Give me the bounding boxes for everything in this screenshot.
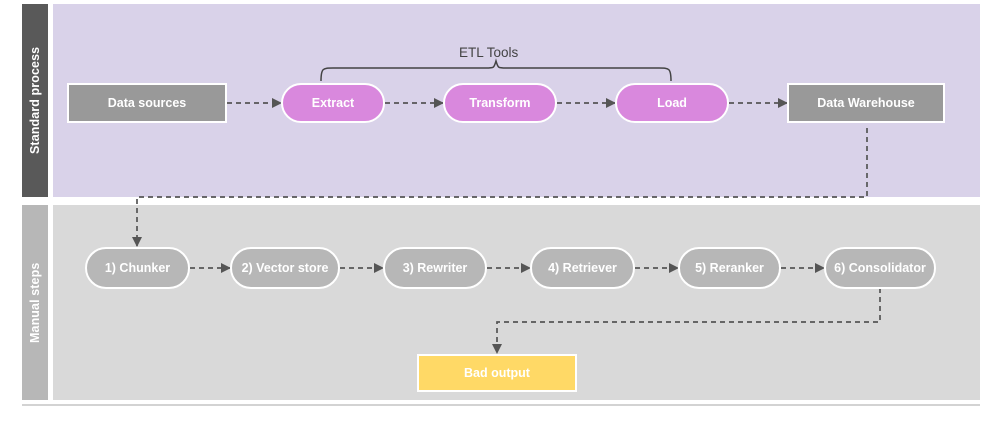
etl-tools-label: ETL Tools	[459, 45, 518, 60]
etl-tools-label-text: ETL Tools	[459, 45, 519, 60]
node-vector-store[interactable]: 2) Vector store	[230, 247, 340, 289]
node-rewriter[interactable]: 3) Rewriter	[383, 247, 487, 289]
node-extract[interactable]: Extract	[281, 83, 385, 123]
node-rewriter-label: 3) Rewriter	[402, 261, 468, 275]
node-load[interactable]: Load	[615, 83, 729, 123]
node-reranker[interactable]: 5) Reranker	[678, 247, 781, 289]
lane-title-manual-steps: Manual steps	[22, 205, 48, 400]
lane-title-manual-steps-text: Manual steps	[28, 262, 42, 343]
node-chunker-label: 1) Chunker	[104, 261, 171, 275]
node-consolidator[interactable]: 6) Consolidator	[824, 247, 936, 289]
node-transform[interactable]: Transform	[443, 83, 557, 123]
node-transform-label: Transform	[469, 96, 531, 110]
node-data-warehouse[interactable]: Data Warehouse	[787, 83, 945, 123]
node-extract-label: Extract	[311, 96, 355, 110]
lane-title-standard-process: Standard process	[22, 4, 48, 197]
node-load-label: Load	[657, 96, 687, 110]
bottom-divider	[22, 404, 980, 406]
node-data-warehouse-label: Data Warehouse	[817, 96, 915, 110]
node-reranker-label: 5) Reranker	[695, 261, 764, 275]
node-retriever[interactable]: 4) Retriever	[530, 247, 635, 289]
node-chunker[interactable]: 1) Chunker	[85, 247, 190, 289]
node-retriever-label: 4) Retriever	[548, 261, 617, 275]
node-consolidator-label: 6) Consolidator	[834, 261, 926, 275]
node-data-sources[interactable]: Data sources	[67, 83, 227, 123]
lane-title-standard-process-text: Standard process	[28, 46, 42, 155]
node-data-sources-label: Data sources	[107, 96, 187, 110]
node-bad-output-label: Bad output	[464, 366, 530, 380]
node-bad-output[interactable]: Bad output	[417, 354, 577, 392]
node-vector-store-label: 2) Vector store	[241, 261, 329, 275]
